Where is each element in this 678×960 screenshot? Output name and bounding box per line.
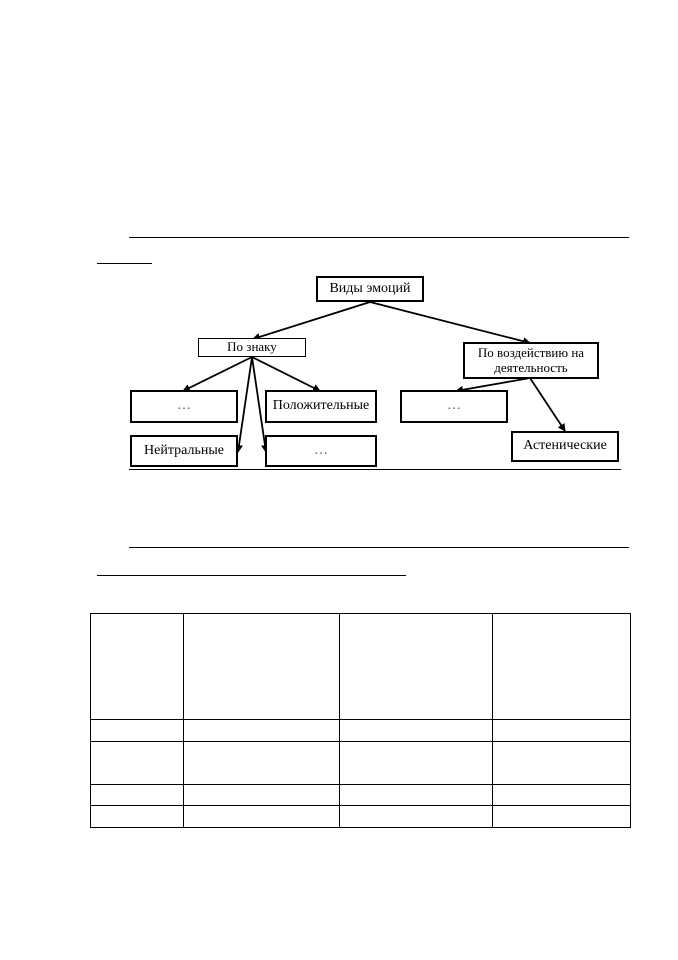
empty-answer-table — [90, 613, 631, 828]
arrow-sign-to-neutral — [235, 356, 253, 453]
arrow-root-to-effect — [369, 301, 531, 346]
table-cell[interactable] — [492, 613, 631, 720]
label-sign-unknown-1: … — [177, 398, 191, 414]
box-root: Виды эмоций — [316, 276, 424, 302]
label-root: Виды эмоций — [329, 280, 411, 296]
table-cell[interactable] — [339, 613, 493, 720]
answer-line-3 — [129, 469, 621, 470]
table-cell[interactable] — [183, 741, 340, 785]
table-cell[interactable] — [339, 741, 493, 785]
table-header-row — [90, 613, 631, 720]
answer-line-1 — [129, 237, 629, 238]
table-cell[interactable] — [183, 613, 340, 720]
arrow-sign-to-unknown2 — [251, 356, 269, 453]
table-row — [90, 719, 631, 742]
table-cell[interactable] — [183, 719, 340, 742]
box-by-effect: По воздействию на деятельность — [463, 342, 599, 379]
box-positive: Положительные — [265, 390, 377, 423]
label-positive: Положительные — [272, 398, 370, 414]
table-cell[interactable] — [339, 805, 493, 828]
box-effect-unknown: … — [400, 390, 508, 423]
arrow-effect-to-asthenic — [529, 377, 566, 432]
table-cell[interactable] — [492, 805, 631, 828]
table-cell[interactable] — [90, 805, 184, 828]
label-asthenic: Астенические — [523, 438, 607, 454]
box-by-sign: По знаку — [198, 338, 306, 357]
answer-line-4 — [129, 547, 629, 548]
table-cell[interactable] — [339, 719, 493, 742]
label-sign-unknown-2: … — [314, 442, 328, 458]
box-asthenic: Астенические — [511, 431, 619, 462]
box-sign-unknown-1: … — [130, 390, 238, 423]
answer-line-2 — [97, 263, 152, 264]
table-cell[interactable] — [183, 805, 340, 828]
table-cell[interactable] — [339, 784, 493, 806]
arrow-effect-to-unknown — [455, 377, 531, 394]
table-cell[interactable] — [90, 741, 184, 785]
table-cell[interactable] — [90, 784, 184, 806]
table-row — [90, 805, 631, 828]
arrow-sign-to-positive — [251, 356, 321, 392]
table-cell[interactable] — [492, 741, 631, 785]
table-row — [90, 741, 631, 785]
label-neutral: Нейтральные — [144, 442, 224, 458]
table-row — [90, 784, 631, 806]
arrow-sign-to-unknown1 — [182, 356, 253, 392]
label-effect-unknown: … — [447, 398, 461, 414]
label-by-effect: По воздействию на деятельность — [477, 344, 585, 375]
table-cell[interactable] — [492, 784, 631, 806]
label-by-sign: По знаку — [227, 339, 277, 355]
box-sign-unknown-2: … — [265, 435, 377, 467]
arrow-root-to-sign — [252, 301, 371, 341]
answer-line-5 — [97, 575, 406, 576]
table-cell[interactable] — [90, 613, 184, 720]
table-cell[interactable] — [183, 784, 340, 806]
table-cell[interactable] — [492, 719, 631, 742]
table-cell[interactable] — [90, 719, 184, 742]
box-neutral: Нейтральные — [130, 435, 238, 467]
